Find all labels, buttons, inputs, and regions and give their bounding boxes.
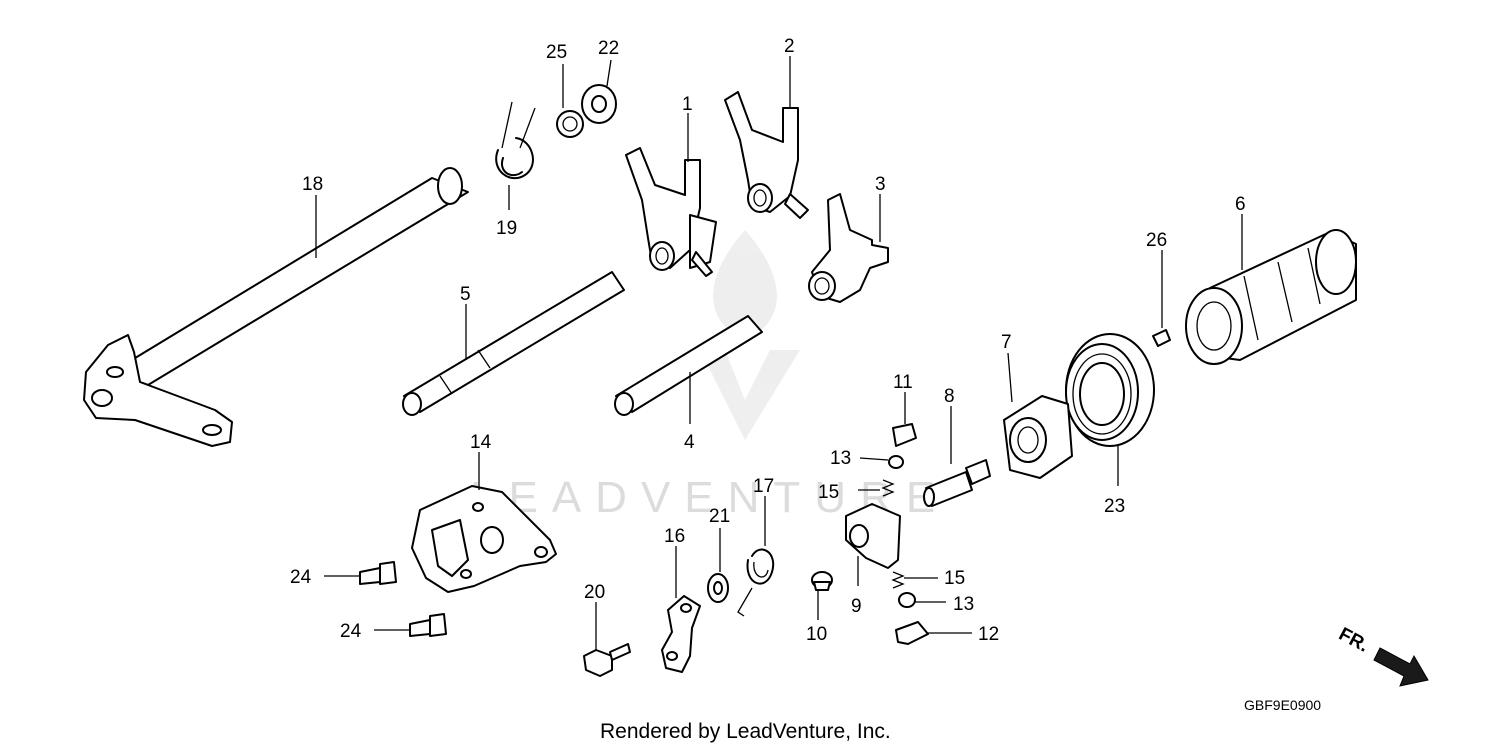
part-6-gearshift-drum[interactable]: [1185, 229, 1357, 365]
part-5-shift-fork-shaft[interactable]: [402, 271, 625, 416]
callout-24-upper: 24: [290, 567, 312, 588]
part-13-cap-lower[interactable]: [898, 592, 916, 608]
credit-text: Rendered by LeadVenture, Inc.: [600, 720, 891, 743]
callout-13-upper: 13: [830, 448, 851, 469]
part-15-spring-upper[interactable]: [881, 479, 895, 497]
part-8-pin-bolt[interactable]: [923, 459, 991, 507]
callout-25: 25: [546, 42, 567, 63]
part-10-bolt[interactable]: [811, 571, 833, 591]
part-9-stopper-cam[interactable]: [845, 503, 901, 569]
watermark-logo: [700, 230, 800, 440]
callout-22: 22: [598, 38, 619, 59]
callout-13-lower: 13: [953, 594, 974, 615]
callout-1: 1: [682, 94, 693, 115]
part-16-shift-arm[interactable]: [661, 595, 701, 673]
part-18-gearshift-spindle[interactable]: [83, 167, 469, 447]
part-22-washer[interactable]: [581, 84, 617, 124]
part-25-circlip[interactable]: [556, 110, 584, 138]
part-21-washer[interactable]: [707, 573, 729, 603]
part-15-spring-lower[interactable]: [891, 571, 905, 589]
part-17-shift-arm-spring[interactable]: [737, 548, 775, 617]
callout-8: 8: [944, 386, 955, 407]
diagram-code: GBF9E0900: [1244, 697, 1321, 713]
part-20-flange-bolt[interactable]: [583, 643, 631, 677]
callout-18: 18: [302, 174, 323, 195]
callout-23: 23: [1104, 496, 1125, 517]
part-4-shift-fork-shaft[interactable]: [614, 315, 763, 416]
part-26-dowel-pin[interactable]: [1152, 329, 1171, 347]
callout-3: 3: [875, 174, 886, 195]
callout-11: 11: [893, 372, 913, 393]
part-3-shift-fork[interactable]: [808, 193, 889, 303]
callout-10: 10: [806, 624, 827, 645]
part-2-shift-fork[interactable]: [724, 91, 809, 219]
callout-16: 16: [664, 526, 685, 547]
callout-2: 2: [784, 36, 795, 57]
part-1-shift-fork[interactable]: [625, 147, 717, 277]
callout-21: 21: [709, 506, 730, 527]
callout-17: 17: [753, 476, 774, 497]
callout-15-upper: 15: [818, 482, 839, 503]
callout-12: 12: [978, 624, 999, 645]
callout-20: 20: [584, 582, 605, 603]
part-13-cap-upper[interactable]: [888, 455, 904, 469]
callout-7: 7: [1001, 332, 1012, 353]
callout-9: 9: [851, 596, 862, 617]
callout-5: 5: [460, 284, 471, 305]
part-7-shift-drum-center[interactable]: [1003, 395, 1073, 479]
part-11-stopper-piece[interactable]: [892, 423, 917, 447]
part-14-guide-plate[interactable]: [411, 485, 557, 593]
callout-15-lower: 15: [944, 568, 965, 589]
part-19-return-spring[interactable]: [495, 101, 536, 180]
part-24-bolt-upper[interactable]: [359, 561, 397, 585]
callout-6: 6: [1235, 194, 1246, 215]
callout-4: 4: [684, 432, 695, 453]
front-direction-arrow: [1373, 647, 1429, 687]
part-23-bearing[interactable]: [1065, 333, 1155, 447]
front-direction-label: FR.: [1335, 624, 1372, 657]
callout-19: 19: [496, 218, 517, 239]
part-24-bolt-lower[interactable]: [409, 613, 447, 637]
part-12-stopper-piece[interactable]: [895, 621, 929, 645]
callout-14: 14: [470, 432, 492, 453]
callout-26: 26: [1146, 230, 1167, 251]
callout-24-lower: 24: [340, 621, 362, 642]
